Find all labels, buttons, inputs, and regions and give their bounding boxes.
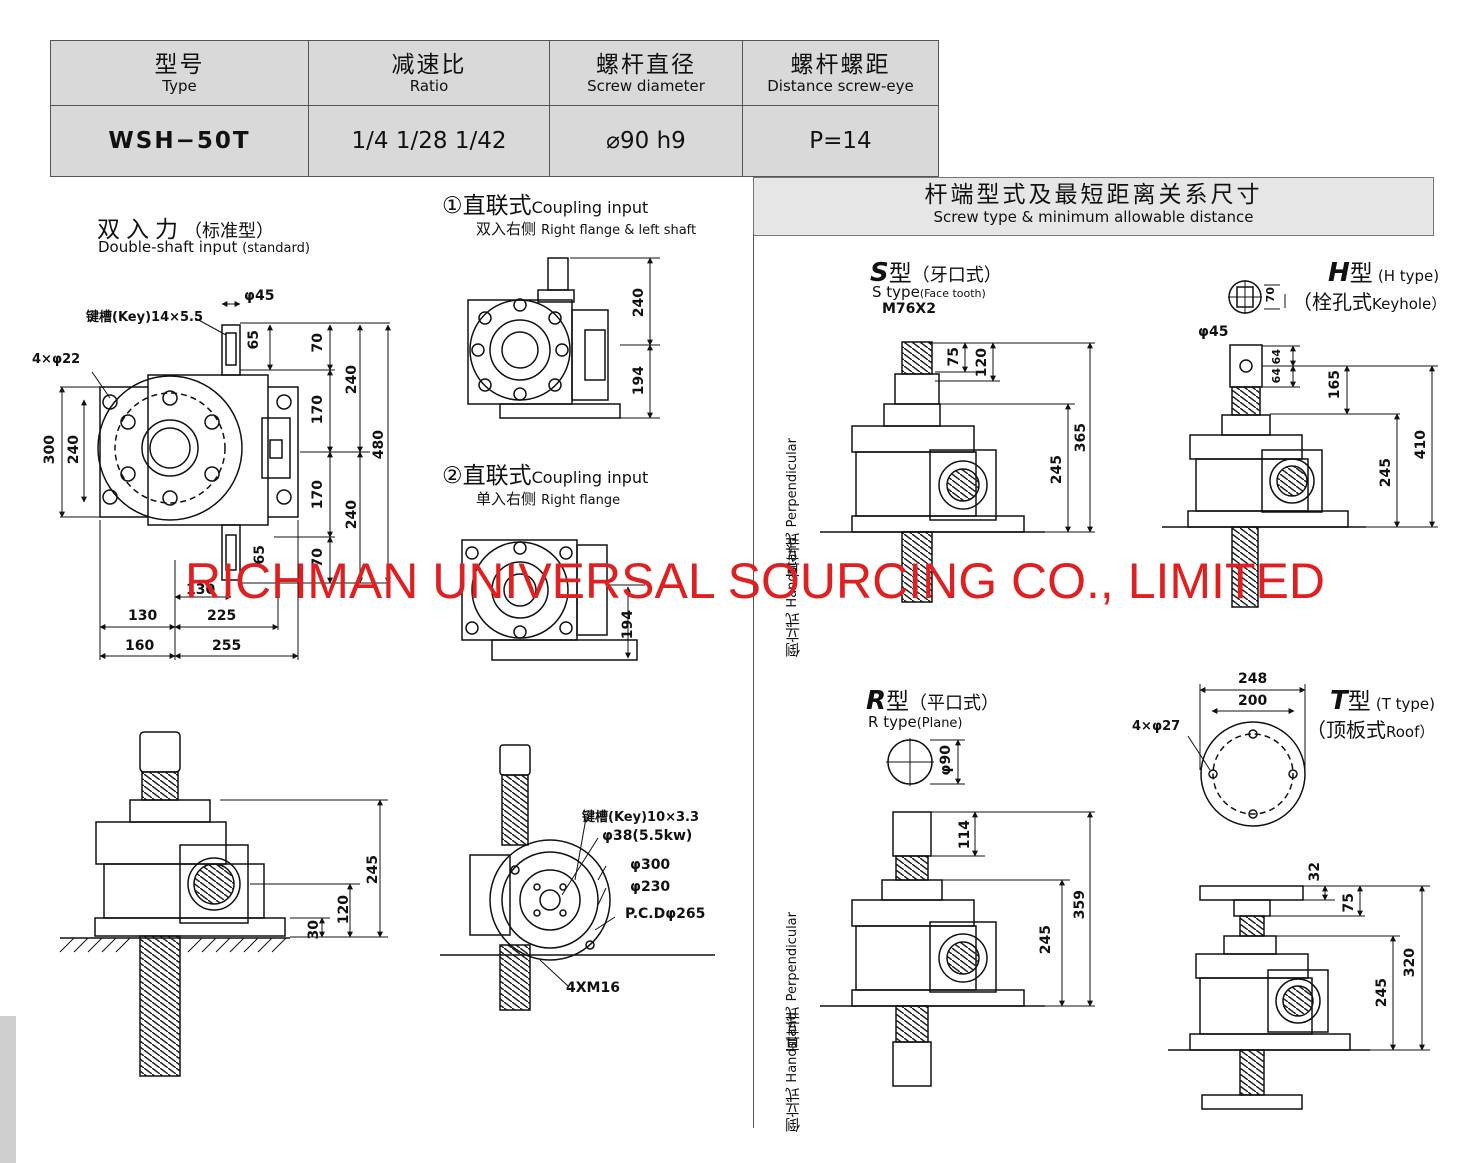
s-dim-75: 75 <box>946 347 962 367</box>
h-d45-label: φ45 <box>1198 324 1229 340</box>
front-dim-120: 120 <box>336 895 352 925</box>
cell-model: WSH−50T <box>50 105 309 177</box>
t-dim-200: 200 <box>1238 693 1268 709</box>
front-dim-30: 30 <box>306 920 322 940</box>
h-type-title: H型 (H type) <box>1328 258 1440 288</box>
coupling-1-title: ①直联式Coupling input <box>442 193 649 219</box>
dim-300: 300 <box>42 435 58 465</box>
r-dim-90: φ90 <box>938 745 954 776</box>
front-dim-245: 245 <box>365 855 381 885</box>
coupling-1-drawing <box>467 257 660 419</box>
screw-type-header: 杆端型式及最短距离关系尺寸 Screw type & minimum allow… <box>753 177 1434 236</box>
coupling-1-subtitle: 双入右侧 Right flange & left shaft <box>476 220 697 238</box>
key-label: 键槽(Key)14×5.5 <box>86 310 204 325</box>
dim-170-bottom: 170 <box>310 480 326 510</box>
dim-65-top: 65 <box>246 330 262 350</box>
h-dim-410: 410 <box>1413 430 1429 460</box>
r-type-en: R type(Plane) <box>868 713 963 731</box>
side-pcd-label: P.C.Dφ265 <box>625 906 706 922</box>
dim-255: 255 <box>212 638 242 654</box>
r-type-drawing <box>820 738 1095 1087</box>
t-dim-320: 320 <box>1402 948 1418 978</box>
s-type-drawing <box>820 341 1095 603</box>
dim-480: 480 <box>371 430 387 460</box>
cell-diameter: ⌀90 h9 <box>549 105 743 177</box>
dim-70-top: 70 <box>310 333 326 353</box>
dim-240-width: 240 <box>66 435 82 465</box>
h-type-drawing <box>1162 280 1438 608</box>
handstand-label-bottom: 倒立式 Handstand <box>784 1012 802 1133</box>
c2-dim-194: 194 <box>620 610 636 640</box>
t-dim-75: 75 <box>1341 893 1357 913</box>
double-shaft-drawing <box>59 301 391 660</box>
coupling-2-title: ②直联式Coupling input <box>442 463 649 489</box>
t-dim-248: 248 <box>1238 671 1268 687</box>
side-view-drawing <box>440 744 715 1011</box>
coupling-2-subtitle: 单入右侧 Right flange <box>476 490 621 508</box>
t-type-drawing <box>1168 684 1430 1110</box>
h-dim-245: 245 <box>1378 458 1394 488</box>
shaft-dia-label: φ45 <box>244 288 275 304</box>
dim-240-bottom: 240 <box>344 500 360 530</box>
h-type-desc: （栓孔式Keyhole） <box>1292 290 1447 314</box>
t-type-title: T型 (T type) <box>1330 686 1435 716</box>
c1-dim-240: 240 <box>631 288 647 318</box>
side-key-label: 键槽(Key)10×3.3 <box>582 810 700 825</box>
h-dim-165: 165 <box>1327 370 1343 400</box>
dim-170-top: 170 <box>310 395 326 425</box>
s-dim-120: 120 <box>974 348 990 378</box>
dim-160: 160 <box>125 638 155 654</box>
holes-label: 4×φ22 <box>32 352 81 367</box>
dim-130-b: 130 <box>186 582 216 598</box>
t-type-desc: （顶板式Roof） <box>1306 718 1435 742</box>
cell-pitch: P=14 <box>742 105 939 177</box>
t-dim-245: 245 <box>1374 978 1390 1008</box>
side-d300-label: φ300 <box>630 857 671 873</box>
t-dim-32: 32 <box>1307 862 1323 882</box>
double-shaft-title: 双入力（标准型） <box>97 217 274 243</box>
t-holes-label: 4×φ27 <box>1132 719 1181 734</box>
s-dim-245: 245 <box>1049 455 1065 485</box>
dim-225: 225 <box>207 608 237 624</box>
h-dim-64-a: 64 <box>1270 349 1283 365</box>
dim-130-a: 130 <box>128 608 158 624</box>
side-d38-label: φ38(5.5kw) <box>602 828 693 844</box>
c1-dim-194: 194 <box>631 366 647 396</box>
coupling-2-drawing <box>461 539 645 661</box>
dim-240-top: 240 <box>344 365 360 395</box>
s-thread-label: M76X2 <box>882 301 936 317</box>
divider <box>753 234 754 1128</box>
r-dim-359: 359 <box>1072 890 1088 920</box>
s-dim-365: 365 <box>1073 423 1089 453</box>
h-dim-70: 70 <box>1264 287 1277 303</box>
watermark: RICHMAN UNIVERSAL SOURCING CO., LIMITED <box>185 553 1325 609</box>
r-dim-245: 245 <box>1038 925 1054 955</box>
side-bolts-label: 4XM16 <box>566 980 620 996</box>
r-dim-114: 114 <box>957 820 973 850</box>
r-type-title: R型（平口式） <box>866 686 1000 716</box>
double-shaft-subtitle: Double-shaft input (standard) <box>98 238 310 256</box>
front-view-drawing <box>59 731 388 1077</box>
h-dim-64-b: 64 <box>1270 368 1283 384</box>
side-d230-label: φ230 <box>630 879 671 895</box>
s-type-title: S型（牙口式） <box>870 258 1002 288</box>
s-type-en: S type(Face tooth) <box>872 283 986 301</box>
